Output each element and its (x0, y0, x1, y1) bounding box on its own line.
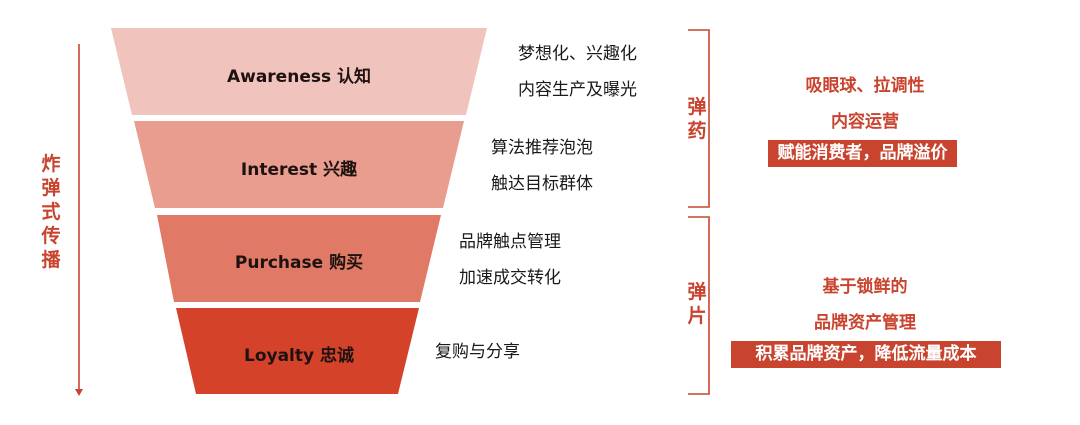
desc-line: 复购与分享 (435, 342, 520, 362)
note-shrapnel-line-1: 基于锁鲜的 (822, 277, 908, 297)
desc-line: 加速成交转化 (459, 268, 561, 288)
desc-awareness: 梦想化、兴趣化 内容生产及曝光 (518, 36, 637, 108)
layer-label-interest: Interest 兴趣 (240, 160, 358, 180)
desc-interest: 算法推荐泡泡 触达目标群体 (491, 130, 593, 202)
bracket-label-shrapnel: 弹片 (687, 281, 707, 327)
note-ammo-line-2: 内容运营 (831, 112, 899, 132)
funnel-layer-loyalty (176, 308, 419, 394)
funnel-layer-awareness (111, 28, 487, 115)
desc-line: 内容生产及曝光 (518, 80, 637, 100)
layer-label-loyalty: Loyalty 忠诚 (243, 346, 355, 366)
highlight-shrapnel: 积累品牌资产，降低流量成本 (731, 341, 1001, 368)
desc-line: 梦想化、兴趣化 (518, 44, 637, 64)
note-ammo-line-1: 吸眼球、拉调性 (805, 76, 925, 96)
desc-line: 算法推荐泡泡 (491, 138, 593, 158)
highlight-ammo: 赋能消费者，品牌溢价 (768, 140, 957, 167)
note-shrapnel-line-2: 品牌资产管理 (814, 313, 916, 333)
layer-label-purchase: Purchase 购买 (234, 253, 364, 273)
bracket-label-ammo: 弹药 (687, 96, 707, 142)
desc-line: 品牌触点管理 (459, 232, 561, 252)
left-axis-label: 炸弹式传播 (41, 153, 61, 271)
desc-loyalty: 复购与分享 (435, 334, 520, 370)
bracket-shrapnel (688, 216, 710, 395)
funnel-layer-purchase (157, 215, 441, 302)
funnel-layer-interest (134, 121, 464, 208)
bracket-ammo (688, 29, 710, 208)
flow-arrow-head (75, 389, 83, 396)
layer-label-awareness: Awareness 认知 (226, 67, 372, 87)
desc-line: 触达目标群体 (491, 174, 593, 194)
desc-purchase: 品牌触点管理 加速成交转化 (459, 224, 561, 296)
